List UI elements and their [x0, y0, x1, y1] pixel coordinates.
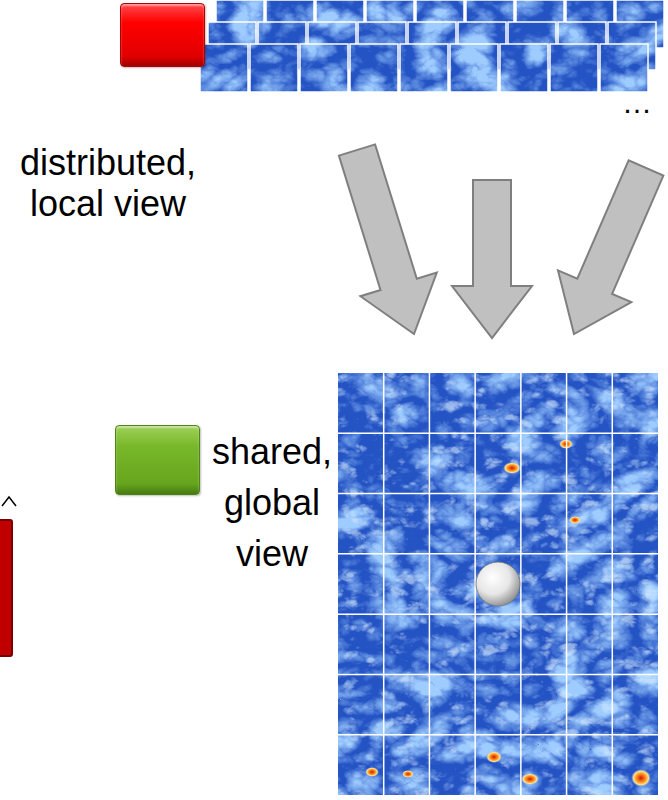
red-square-node: distributed, local view: [0, 0, 216, 229]
tile: [200, 44, 248, 92]
grid-line: [338, 493, 658, 495]
tile: [600, 44, 648, 92]
green-square-node: shared, global view: [105, 420, 337, 584]
bracket-tip: [2, 497, 16, 506]
grid-line: [338, 433, 658, 435]
field-ground: [338, 373, 658, 795]
grid-line: [338, 734, 658, 736]
sphere: [476, 562, 520, 606]
grid-lines: [338, 373, 658, 795]
green-square: [115, 425, 200, 495]
field-streaks: [338, 373, 658, 795]
tile: [500, 44, 548, 92]
grid-line: [338, 553, 658, 555]
block-arrows: [339, 144, 664, 338]
grid-line: [566, 373, 568, 795]
ellipsis-label: …: [622, 86, 652, 120]
grid-line: [338, 674, 658, 676]
tile: [400, 44, 448, 92]
field-highlights: [338, 373, 658, 795]
tile: [300, 44, 348, 92]
block-arrow: [339, 144, 437, 334]
tile: [550, 44, 598, 92]
block-arrow: [558, 160, 663, 334]
node-label: distributed, local view: [0, 142, 216, 225]
grid-line: [429, 373, 431, 795]
tile: [450, 44, 498, 92]
grid-line: [612, 373, 614, 795]
grid-line: [383, 373, 385, 795]
block-arrow: [452, 180, 532, 338]
tile: [250, 44, 298, 92]
tile: [350, 44, 398, 92]
grid-line: [338, 613, 658, 615]
cut-off-bar: [0, 497, 16, 656]
global-field-image: [338, 373, 658, 795]
red-square: [120, 3, 205, 67]
tile-stack: [200, 0, 664, 92]
node-label: shared, global view: [209, 426, 335, 579]
